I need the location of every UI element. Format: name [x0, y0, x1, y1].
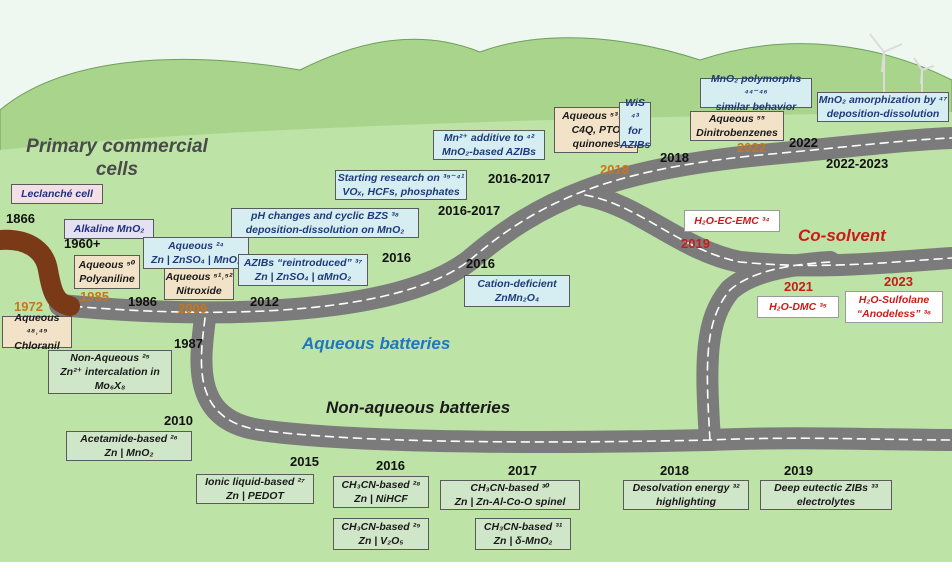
- year-label: 2022: [789, 135, 818, 150]
- h2o-ec-emc-box: H₂O-EC-EMC ³⁴: [684, 210, 780, 232]
- year-label: 2018: [660, 150, 689, 165]
- year-label: 1960+: [64, 236, 101, 251]
- year-label: 2010: [164, 413, 193, 428]
- h2o-dmc-box: H₂O-DMC ³⁵: [757, 296, 839, 318]
- year-label: 2016: [382, 250, 411, 265]
- year-label: 2022-2023: [826, 156, 889, 171]
- year-label: 2016: [466, 256, 495, 271]
- year-label: 2015: [290, 454, 319, 469]
- year-label: 1972: [14, 299, 43, 314]
- year-label: 2018: [660, 463, 689, 478]
- aqueous-header: Aqueous batteries: [302, 334, 451, 353]
- year-label: 1985: [80, 289, 109, 304]
- year-label: 2019: [784, 463, 813, 478]
- year-label: 2012: [250, 294, 279, 309]
- year-label: 2009: [178, 301, 207, 316]
- year-label: 1986: [128, 294, 157, 309]
- cosolvent-header: Co-solvent: [798, 226, 886, 245]
- roads: [0, 127, 952, 453]
- year-label: 2016-2017: [488, 171, 551, 186]
- year-label: 2022: [737, 140, 766, 155]
- year-label: 1987: [174, 336, 203, 351]
- year-label: 1866: [6, 211, 35, 226]
- nonaqueous-header: Non-aqueous batteries: [326, 398, 511, 417]
- year-label: 2023: [884, 274, 913, 289]
- year-label: 2017: [508, 463, 537, 478]
- primary-cells-header: Primary commercial cells: [26, 136, 208, 180]
- year-label: 2016: [376, 458, 405, 473]
- year-label: 2016-2017: [438, 203, 501, 218]
- year-label: 2019: [681, 236, 710, 251]
- alkaline-box: Alkaline MnO₂: [64, 219, 154, 239]
- year-label: 2021: [784, 279, 813, 294]
- h2o-sulfolane-box: H₂O-Sulfolane“Anodeless” ³⁶: [845, 291, 943, 323]
- year-label: 2018: [600, 162, 629, 177]
- leclanche-cell-box: Leclanché cell: [11, 184, 103, 204]
- primary-road: [0, 229, 80, 316]
